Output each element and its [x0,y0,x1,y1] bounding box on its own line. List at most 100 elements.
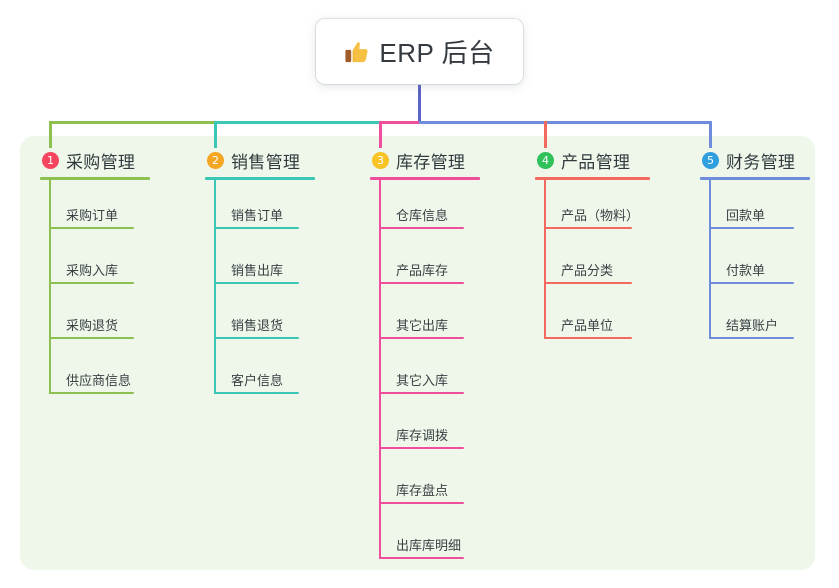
connector-bus-segment [214,121,382,124]
branch-item[interactable]: 回款单 [700,180,810,235]
branch-item-rule [544,282,632,284]
branch-item-label: 采购入库 [66,263,119,278]
branch-item-list: 销售订单销售出库销售退货客户信息 [205,180,315,400]
branch-item[interactable]: 供应商信息 [40,345,150,400]
branch-title: 库存管理 [396,152,466,172]
branch-item-rule [214,392,299,394]
branch-item-list: 回款单付款单结算账户 [700,180,810,345]
branch-spine [379,180,381,559]
connector-bus-segment [379,121,422,124]
branch-item-rule [49,227,134,229]
branch-item[interactable]: 产品（物料） [535,180,650,235]
branch-item[interactable]: 库存调拨 [370,400,480,455]
branch-item-label: 回款单 [726,208,766,223]
branch-item-label: 产品单位 [561,318,614,333]
branch-item-list: 产品（物料） 产品分类产品单位 [535,180,650,345]
branch-item[interactable]: 出库库明细 [370,510,480,565]
branch-header[interactable]: 5 财务管理 [700,148,810,172]
branch-title: 采购管理 [66,152,136,172]
branch-item[interactable]: 库存盘点 [370,455,480,510]
branch-item-rule [379,227,464,229]
branch-item-label: 采购退货 [66,318,119,333]
branch-item-rule [214,282,299,284]
branch-number-badge: 2 [207,151,224,169]
branch-item-label: 仓库信息 [396,208,449,223]
branch-item-rule [379,557,464,559]
branch-item[interactable]: 付款单 [700,235,810,290]
branch-item[interactable]: 采购订单 [40,180,150,235]
branch-number-badge: 1 [42,151,59,169]
branch-item[interactable]: 销售退货 [205,290,315,345]
branch-item-rule [49,337,134,339]
connector-drop [214,121,217,148]
branch-item[interactable]: 其它入库 [370,345,480,400]
branch-item-rule [379,392,464,394]
thumbs-up-icon [345,41,368,62]
branch-item-rule [379,282,464,284]
branch-item[interactable]: 客户信息 [205,345,315,400]
connector-drop [379,121,382,148]
branch-item[interactable]: 仓库信息 [370,180,480,235]
branch-item[interactable]: 其它出库 [370,290,480,345]
branch-item-label: 出库库明细 [396,538,462,553]
connector-bus-segment [419,121,712,124]
branch-item[interactable]: 结算账户 [700,290,810,345]
branch-header-rule [205,177,315,180]
branch-item[interactable]: 产品分类 [535,235,650,290]
branch-item-rule [544,227,632,229]
branch-item-rule [379,447,464,449]
branch-item[interactable]: 采购入库 [40,235,150,290]
branch-item-label: 产品（物料） [561,208,640,223]
branch-item-label: 产品分类 [561,263,614,278]
branch-item[interactable]: 采购退货 [40,290,150,345]
branch-title: 财务管理 [726,152,796,172]
branch-item-label: 销售退货 [231,318,284,333]
branch-item[interactable]: 销售订单 [205,180,315,235]
branch-item[interactable]: 产品库存 [370,235,480,290]
root-node-label: ERP 后台 [379,38,495,68]
connector-bus-segment [49,121,217,124]
branch-title: 销售管理 [231,152,301,172]
root-node[interactable]: ERP 后台 [316,19,523,84]
branch-header-rule [700,177,810,180]
diagram-panel [20,136,815,570]
branch-item-label: 销售订单 [231,208,284,223]
branch-item-label: 产品库存 [396,263,449,278]
branch-item-rule [214,337,299,339]
branch-item-label: 其它入库 [396,373,449,388]
branch-header-rule [535,177,650,180]
branch-number-badge: 5 [702,151,719,169]
branch-item[interactable]: 产品单位 [535,290,650,345]
branch-item-rule [49,282,134,284]
branch-item-label: 其它出库 [396,318,449,333]
branch-spine [709,180,711,339]
branch-spine [49,180,51,394]
branch-title: 产品管理 [561,152,631,172]
branch-header[interactable]: 4 产品管理 [535,148,650,172]
branch-item-label: 库存调拨 [396,428,449,443]
branch-item-label: 销售出库 [231,263,284,278]
branch-item-rule [709,282,794,284]
branch-column-产品管理: 4 产品管理产品（物料） 产品分类产品单位 [535,148,650,345]
branch-item[interactable]: 销售出库 [205,235,315,290]
branch-item-rule [49,392,134,394]
branch-item-list: 仓库信息产品库存其它出库其它入库库存调拨库存盘点出库库明细 [370,180,480,565]
branch-item-label: 采购订单 [66,208,119,223]
branch-number-badge: 4 [537,151,554,169]
branch-column-销售管理: 2 销售管理销售订单销售出库销售退货客户信息 [205,148,315,400]
connector-drop [49,121,52,148]
branch-header[interactable]: 2 销售管理 [205,148,315,172]
branch-item-list: 采购订单采购入库采购退货供应商信息 [40,180,150,400]
branch-column-采购管理: 1 采购管理采购订单采购入库采购退货供应商信息 [40,148,150,400]
branch-spine [214,180,216,394]
connector-drop [544,121,547,148]
branch-item-label: 供应商信息 [66,373,132,388]
branch-column-财务管理: 5 财务管理回款单付款单结算账户 [700,148,810,345]
branch-header[interactable]: 1 采购管理 [40,148,150,172]
branch-item-label: 库存盘点 [396,483,449,498]
branch-header-rule [40,177,150,180]
branch-spine [544,180,546,339]
